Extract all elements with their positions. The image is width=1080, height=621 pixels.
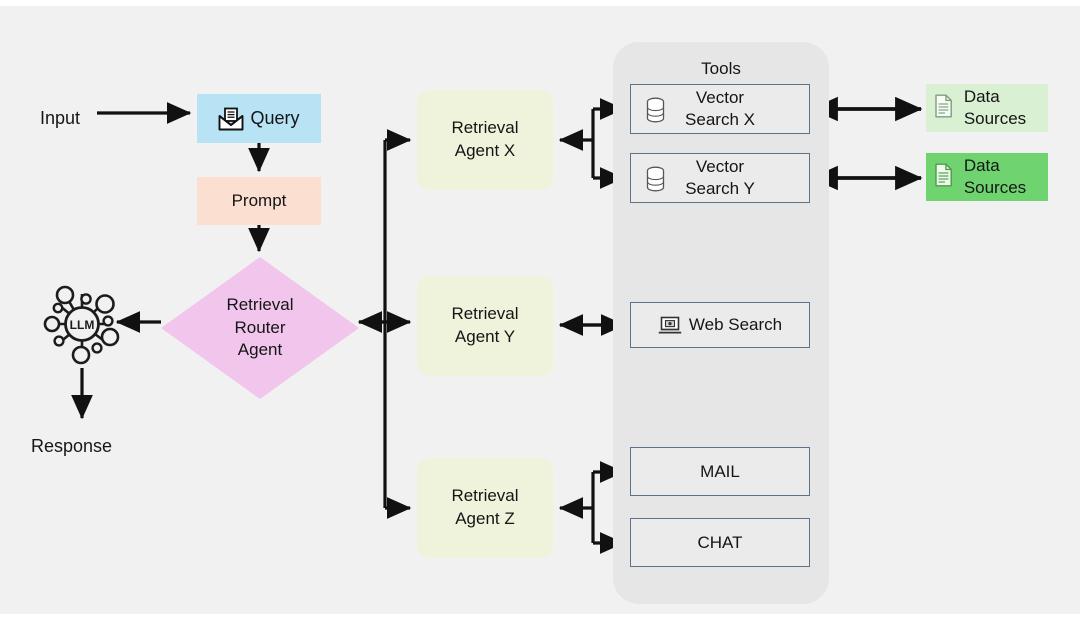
document-icon <box>934 94 953 118</box>
diagram-canvas: Input Query Prompt Retrieval Router Agen… <box>0 6 1080 614</box>
data-sources-box-1[interactable]: Data Sources <box>926 84 1048 132</box>
vector-search-x-label-group: Vector Search X <box>685 87 755 131</box>
data-sources-1-line1: Data <box>963 86 1000 106</box>
vector-search-y-line2: Search Y <box>685 179 755 198</box>
router-label-line3: Agent <box>237 340 283 360</box>
agent-x-label-group: Retrieval Agent X <box>451 117 518 163</box>
web-search-box[interactable]: Web Search <box>630 302 810 348</box>
agent-z-label-line2: Agent Z <box>455 509 515 528</box>
mail-label: MAIL <box>700 461 740 481</box>
query-box[interactable]: Query <box>197 94 321 143</box>
data-sources-2-line1: Data <box>963 155 1000 175</box>
prompt-box[interactable]: Prompt <box>197 177 321 225</box>
vector-search-y-box[interactable]: Vector Search Y <box>630 153 810 203</box>
retrieval-agent-y-box[interactable]: Retrieval Agent Y <box>417 276 553 376</box>
agent-x-label-line2: Agent X <box>454 141 516 160</box>
database-icon <box>645 97 666 123</box>
data-sources-2-line2: Sources <box>963 178 1027 197</box>
response-label: Response <box>31 436 113 456</box>
data-sources-2-label-group: Data Sources <box>948 155 1026 199</box>
database-icon <box>645 166 666 192</box>
mail-box[interactable]: MAIL <box>630 447 810 496</box>
vector-search-x-line2: Search X <box>685 110 755 129</box>
query-label: Query <box>250 108 300 128</box>
data-sources-1-label-group: Data Sources <box>948 86 1026 130</box>
agent-y-label-group: Retrieval Agent Y <box>451 303 518 349</box>
envelope-document-icon <box>218 107 244 131</box>
router-label-line1: Retrieval <box>226 294 294 314</box>
vector-search-x-line1: Vector <box>695 87 745 107</box>
retrieval-agent-x-box[interactable]: Retrieval Agent X <box>417 90 553 190</box>
vector-search-y-label-group: Vector Search Y <box>685 156 755 200</box>
chat-box[interactable]: CHAT <box>630 518 810 567</box>
vector-search-y-line1: Vector <box>695 156 745 176</box>
llm-icon-label: LLM <box>70 318 95 332</box>
prompt-label: Prompt <box>231 191 287 210</box>
document-icon <box>934 163 953 187</box>
agent-y-label-line2: Agent Y <box>454 327 516 346</box>
tools-panel-title: Tools <box>701 59 741 78</box>
llm-network-icon: LLM <box>40 282 124 366</box>
chat-label: CHAT <box>697 532 743 552</box>
router-label-group: Retrieval Router Agent <box>226 294 293 363</box>
agent-y-label-line1: Retrieval <box>451 304 519 324</box>
agent-z-label-group: Retrieval Agent Z <box>451 485 518 531</box>
laptop-icon <box>658 316 682 335</box>
retrieval-agent-z-box[interactable]: Retrieval Agent Z <box>417 458 553 558</box>
router-label-line2: Router <box>234 317 286 337</box>
retrieval-router-agent-node[interactable]: Retrieval Router Agent <box>161 257 359 399</box>
input-label: Input <box>40 108 81 128</box>
data-sources-1-line2: Sources <box>963 109 1027 128</box>
agent-x-label-line1: Retrieval <box>451 118 519 138</box>
agent-z-label-line1: Retrieval <box>451 486 519 506</box>
data-sources-box-2[interactable]: Data Sources <box>926 153 1048 201</box>
vector-search-x-box[interactable]: Vector Search X <box>630 84 810 134</box>
web-search-label: Web Search <box>688 315 783 334</box>
